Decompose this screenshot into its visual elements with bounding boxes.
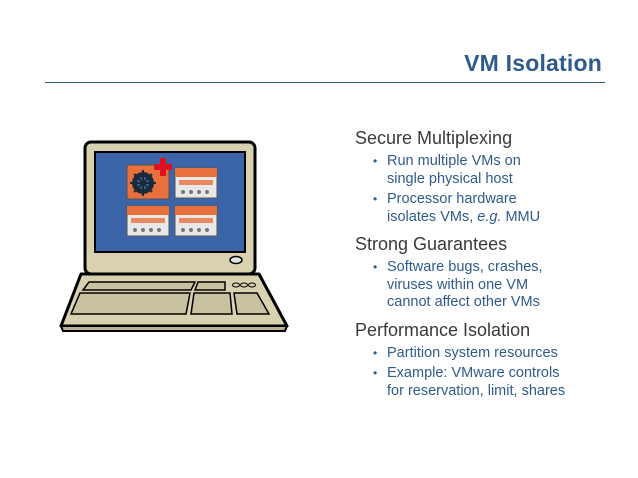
vm-window	[174, 205, 218, 237]
bullet-item: • Partition system resources	[373, 344, 558, 361]
heading-strong-guarantees: Strong Guarantees	[355, 234, 508, 254]
heading-performance-isolation: Performance Isolation	[355, 319, 531, 340]
bullet-item: • Software bugs, crashes, viruses within…	[373, 259, 543, 310]
bullet-item: • Processor hardware isolates VMs, e.g. …	[373, 191, 541, 225]
bullet-dot-icon: •	[373, 154, 378, 168]
bullet-dot-icon: •	[373, 260, 378, 274]
vm-window	[174, 167, 218, 199]
bullet-list: • Partition system resources • Example: …	[355, 345, 635, 401]
bullet-dot-icon: •	[373, 366, 378, 380]
bullet-list: • Software bugs, crashes, viruses within…	[355, 259, 635, 312]
bullet-dot-icon: •	[373, 192, 378, 206]
red-cross-icon	[154, 158, 172, 176]
heading-secure-multiplexing: Secure Multiplexing	[355, 128, 513, 148]
title-rule	[45, 82, 605, 83]
bullet-list: • Run multiple VMs on single physical ho…	[355, 153, 635, 226]
laptop-illustration	[55, 138, 295, 338]
slide-content: Secure Multiplexing • Run multiple VMs o…	[355, 126, 635, 406]
slide-title: VM Isolation	[464, 50, 602, 76]
vm-window	[126, 205, 170, 237]
laptop-icon	[59, 140, 289, 332]
bullet-dot-icon: •	[373, 345, 378, 360]
bullet-item: • Run multiple VMs on single physical ho…	[373, 153, 521, 187]
bullet-item: • Example: VMware controls for reservati…	[373, 365, 566, 399]
